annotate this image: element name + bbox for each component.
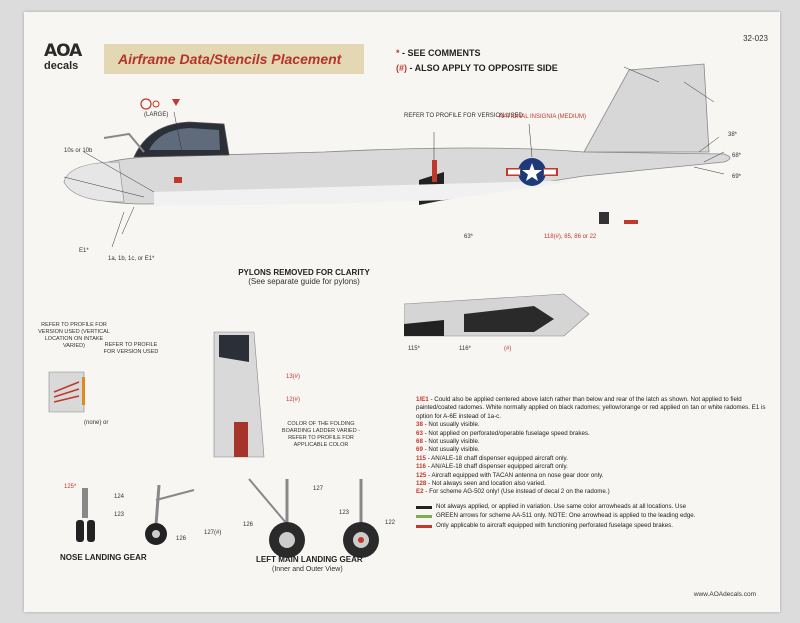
legend: * - SEE COMMENTS (#) - ALSO APPLY TO OPP… [396,46,558,76]
fuselage-underside [154,180,584,206]
label-e1: E1* [79,248,89,254]
key-swatch-green [416,515,432,519]
legend-star: * [396,48,400,58]
refer-small-note: REFER TO PROFILE FOR VERSION USED [103,342,159,355]
speed-brake-detail: 115* 116* (#) [404,293,590,352]
ladder-canopy [219,335,249,362]
vertical-tail [583,63,710,153]
callout-lines [63,66,725,248]
radome [63,161,125,203]
logo-bottom: decals [44,60,79,72]
refer-intake-note: REFER TO PROFILE FOR VERSION USED (VERTI… [38,322,110,349]
key-row-1: Not always applied, or applied in variat… [416,503,766,511]
boarding-ladder [234,422,248,457]
note-8: 125 - Aircraft equipped with TACAN anten… [416,471,604,479]
logo-top: AOA [44,41,82,61]
label-115: 115* [408,346,421,352]
note-10: E2 - For scheme AG-502 only! (Use instea… [416,488,610,496]
nose-label-124: 124 [114,494,125,500]
title-banner: Airframe Data/Stencils Placement [104,44,364,74]
main-gear-inner [343,479,379,558]
nose-gear-title: NOSE LANDING GEAR [60,553,147,562]
forward-fuselage-panel [213,331,265,458]
ladder-color-note: COLOR OF THE FOLDING BOARDING LADDER VAR… [281,421,361,448]
key-row-2: GREEN arrows for scheme AA-511 only. NOT… [416,512,766,520]
label-63: 63* [464,234,474,240]
comments-list: 1/E1 - Could also be applied centered ab… [416,396,766,530]
stencil-markers [140,98,638,224]
ladder-label-12: 12(#) [286,397,301,403]
pylons-heading: PYLONS REMOVED FOR CLARITY [238,268,370,277]
intake-detail [48,371,85,413]
website-url: www.AOAdecals.com [693,591,756,598]
nose-label-127: 127(#) [204,530,221,536]
canopy-glass [149,128,220,150]
intake-panel [48,371,85,413]
label-116: 116* [459,346,472,352]
perforated-speed-brake [464,306,554,332]
boarding-ladder-detail [213,331,265,458]
speed-brake-intake [404,320,444,336]
key-swatch-black [416,505,432,509]
main-gear-drawing: 127 126 123 122 [243,478,396,558]
nose-gear-drawing: 124 123 125* 126 127(#) [64,484,221,545]
main-label-127: 127 [313,486,324,492]
note-9: 128 - Not always seen and location also … [416,480,546,488]
ladder-label-13: 13(#) [286,374,301,380]
label-hash-brake: (#) [504,346,511,352]
nose-gear-front [76,488,95,542]
label-10s: 10s or 10b [64,148,93,154]
main-label-126: 126 [243,522,254,528]
document-code: 32-023 [743,34,768,43]
label-118: 118(#), 85, 86 or 22 [544,234,597,240]
aircraft-side-view: REFER TO PROFILE FOR VERSION USED NATION… [63,63,742,262]
label-1a: 1a, 1b, 1c, or E1* [108,256,155,262]
note-4: 68 - Not usually visible. [416,438,480,446]
main-gear-outer [248,478,305,558]
main-label-123: 123 [339,510,350,516]
refuel-probe [103,132,145,153]
main-gear-title: LEFT MAIN LANDING GEAR [256,555,363,564]
national-insignia [506,158,558,186]
main-label-122: 122 [385,520,396,526]
nose-label-126: 126 [176,536,187,542]
refer-profile-top-label: REFER TO PROFILE FOR VERSION USED [404,113,523,119]
legend-hash: (#) [396,63,407,73]
nose-label-125: 125* [64,484,77,490]
aoa-logo: AOA decals [44,42,96,84]
note-2: 38 - Not usually visible. [416,421,480,429]
note-7: 116 - AN/ALE-18 chaff dispenser equipped… [416,463,568,471]
decal-instruction-sheet: 32-023 AOA decals Airframe Data/Stencils… [24,12,780,612]
arrow-key: Not always applied, or applied in variat… [416,503,766,530]
nose-label-123: 123 [114,512,125,518]
label-68: 68* [732,153,742,159]
nose-gear-side [145,484,195,545]
key-swatch-red [416,524,432,528]
pylons-subtext: (See separate guide for pylons) [248,277,360,286]
intake-warning-chevrons [53,381,80,403]
national-insignia-label: NATIONAL INSIGNIA (MEDIUM) [499,114,586,120]
note-3: 63 - Not applied on perforated/operable … [416,429,590,437]
label-38: 38* [728,132,738,138]
label-69: 69* [732,174,742,180]
note-6: 115 - AN/ALE-18 chaff dispenser equipped… [416,454,568,462]
legend-hash-text: - ALSO APPLY TO OPPOSITE SIDE [407,63,558,73]
key-row-3: Only applicable to aircraft equipped wit… [416,522,766,530]
main-gear-subtitle: (Inner and Outer View) [272,566,343,573]
page-title: Airframe Data/Stencils Placement [118,51,342,67]
intake-stripe [82,377,85,405]
note-5: 69 - Not usually visible. [416,446,480,454]
legend-star-text: - SEE COMMENTS [399,48,481,58]
large-label: (LARGE) [144,112,168,118]
note-1: 1/E1 - Could also be applied centered ab… [416,396,766,420]
pylons-note: PYLONS REMOVED FOR CLARITY (See separate… [204,268,404,286]
none-or-label: (none) or [84,420,109,426]
